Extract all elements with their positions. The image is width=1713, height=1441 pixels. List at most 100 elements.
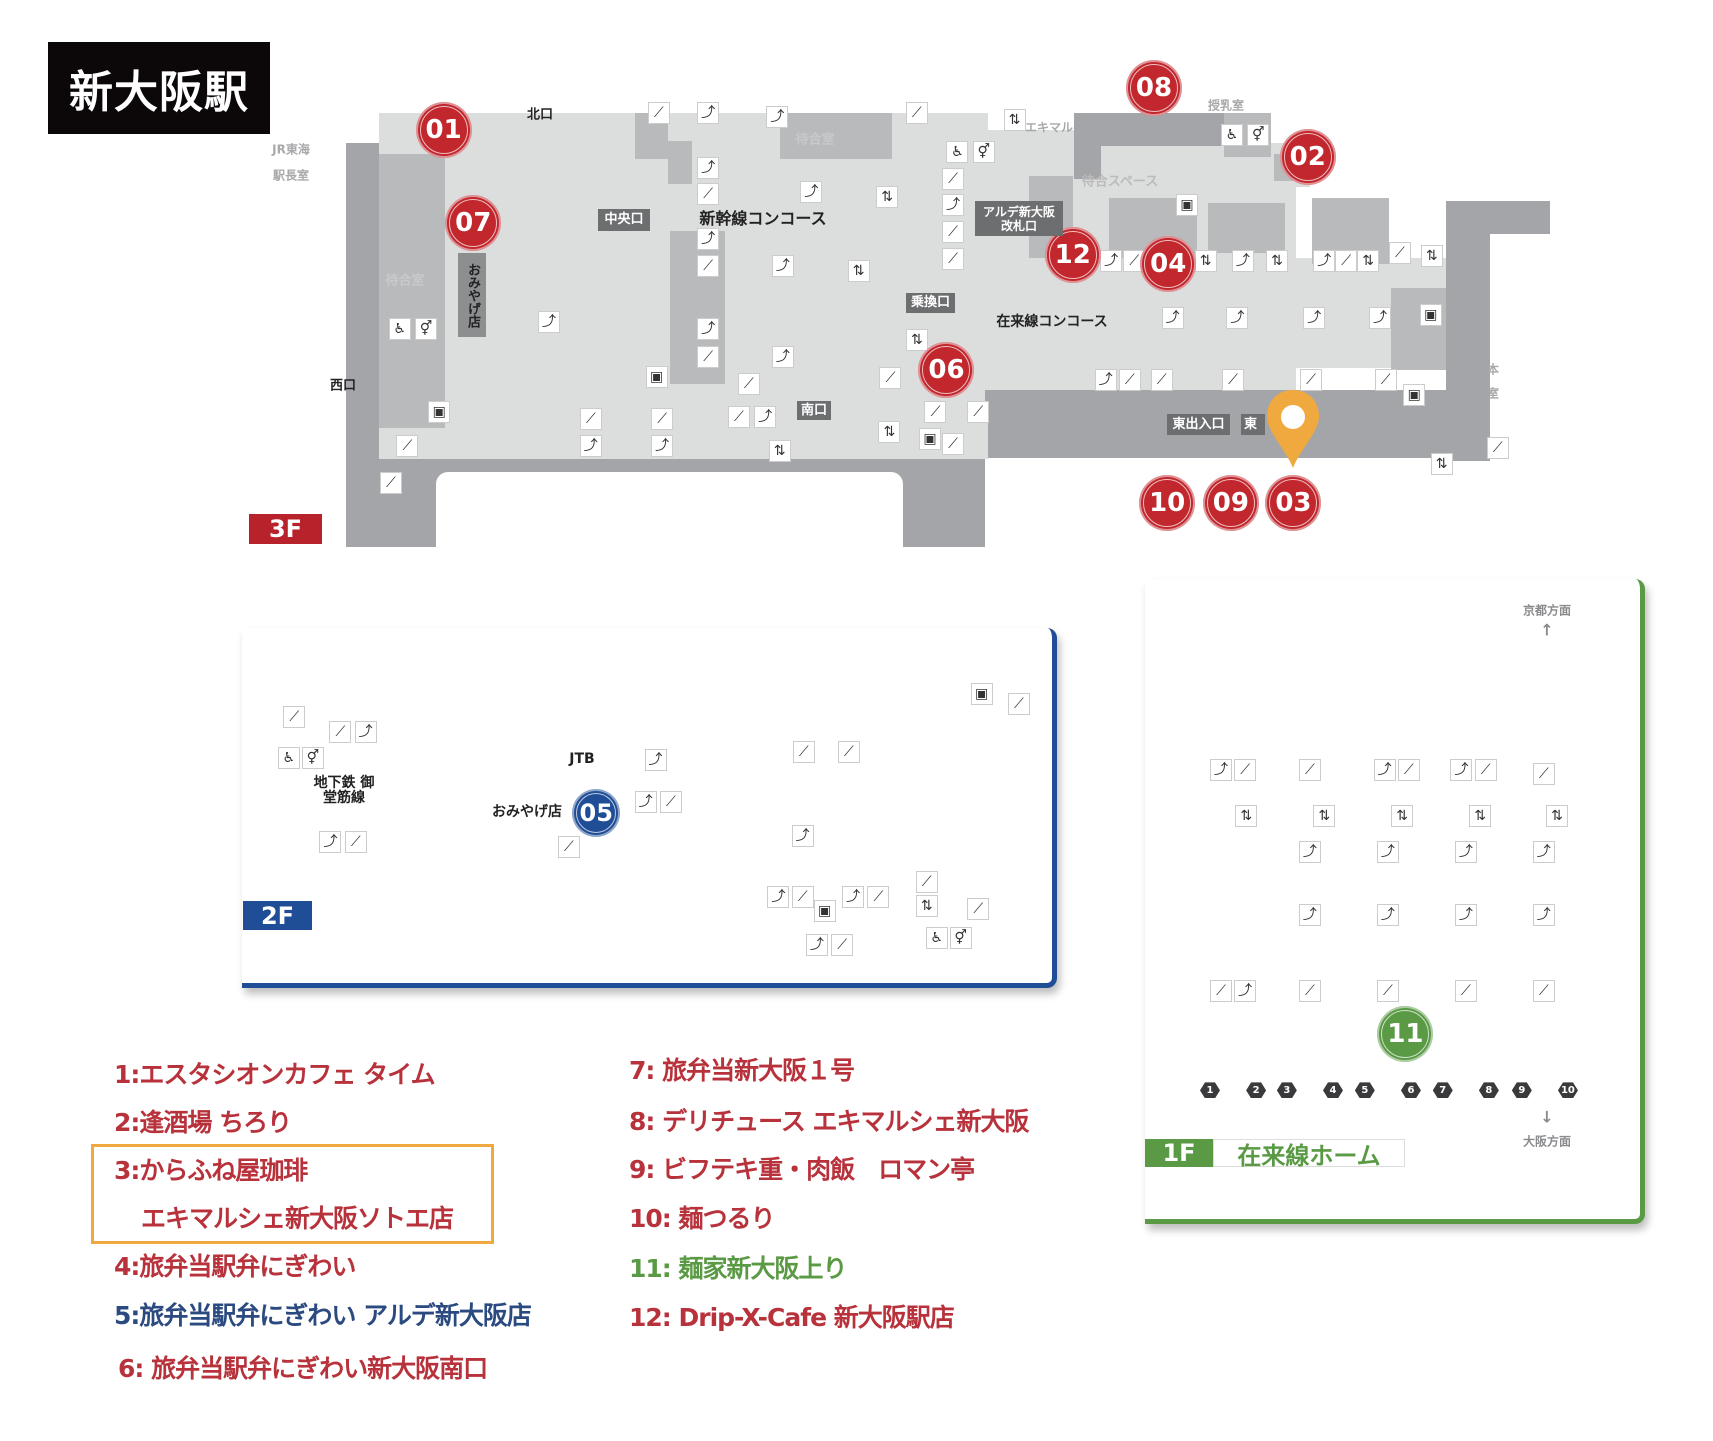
restroom-icon: ⚥ bbox=[972, 140, 995, 163]
stairs-icon: ⟋ bbox=[967, 400, 990, 423]
escalator-icon: ⤴ bbox=[942, 194, 965, 217]
coin-locker-icon: ▣ bbox=[970, 682, 993, 705]
escalator-icon: ⤴ bbox=[697, 156, 720, 179]
restroom-icon: ⚥ bbox=[301, 746, 324, 769]
elevator-icon: ⇅ bbox=[1469, 804, 1492, 827]
label-waiting-room-west: 待合室 bbox=[385, 273, 425, 289]
arrow-down-icon: ↓ bbox=[1540, 1107, 1554, 1127]
escalator-icon: ⤴ bbox=[1454, 841, 1477, 864]
street-cutout bbox=[435, 472, 903, 549]
elevator-icon: ⇅ bbox=[1420, 244, 1443, 267]
escalator-icon: ⤴ bbox=[1100, 250, 1123, 273]
shop-marker-01[interactable]: 01 bbox=[415, 101, 472, 158]
shop-marker-07[interactable]: 07 bbox=[445, 194, 502, 251]
wheelchair-icon: ♿ bbox=[1220, 124, 1243, 147]
stairs-icon: ⟋ bbox=[791, 886, 814, 909]
stairs-icon: ⟋ bbox=[924, 400, 947, 423]
highlighted-legend-box bbox=[91, 1144, 494, 1244]
shop-block bbox=[1207, 203, 1285, 253]
wheelchair-icon: ♿ bbox=[925, 926, 948, 949]
elevator-icon: ⇅ bbox=[1194, 250, 1217, 273]
track-number-2: 2 bbox=[1246, 1082, 1267, 1099]
escalator-icon: ⤴ bbox=[1209, 758, 1232, 781]
restroom-icon: ⚥ bbox=[949, 926, 972, 949]
stairs-icon: ⟋ bbox=[557, 835, 580, 858]
shop-marker-12[interactable]: 12 bbox=[1044, 226, 1101, 283]
elevator-icon: ⇅ bbox=[915, 894, 938, 917]
elevator-icon: ⇅ bbox=[876, 185, 899, 208]
stairs-icon: ⟋ bbox=[1209, 980, 1232, 1003]
wheelchair-icon: ♿ bbox=[277, 746, 300, 769]
transfer-gate: 乗換口 bbox=[906, 293, 955, 313]
stairs-icon: ⟋ bbox=[283, 705, 306, 728]
escalator-icon: ⤴ bbox=[354, 721, 377, 744]
shop-marker-04[interactable]: 04 bbox=[1140, 235, 1197, 292]
shop-marker-03[interactable]: 03 bbox=[1265, 474, 1322, 531]
escalator-icon: ⤴ bbox=[1298, 903, 1321, 926]
track-number-1: 1 bbox=[1199, 1082, 1220, 1099]
floor-map-1f-panel bbox=[1145, 579, 1645, 1224]
shop-marker-06[interactable]: 06 bbox=[918, 342, 975, 399]
alde-gate: アルデ新大阪 改札口 bbox=[975, 201, 1063, 236]
escalator-icon: ⤴ bbox=[319, 831, 342, 854]
label-shitsu: 室 bbox=[1486, 386, 1500, 401]
shop-marker-10[interactable]: 10 bbox=[1139, 474, 1196, 531]
stairs-icon: ⟋ bbox=[1376, 980, 1399, 1003]
elevator-icon: ⇅ bbox=[878, 420, 901, 443]
escalator-icon: ⤴ bbox=[1532, 903, 1555, 926]
escalator-icon: ⤴ bbox=[1298, 841, 1321, 864]
floor-label-2f: 2F bbox=[243, 901, 312, 930]
stairs-icon: ⟋ bbox=[915, 870, 938, 893]
legend-item: 3:からふね屋珈琲 bbox=[114, 1156, 308, 1185]
arrow-up-icon: ↑ bbox=[1540, 620, 1554, 640]
elevator-icon: ⇅ bbox=[1357, 250, 1380, 273]
shop-marker-05[interactable]: 05 bbox=[572, 788, 621, 837]
stairs-icon: ⟋ bbox=[1335, 250, 1358, 273]
stairs-icon: ⟋ bbox=[1007, 692, 1030, 715]
escalator-icon: ⤴ bbox=[1454, 903, 1477, 926]
escalator-icon: ⤴ bbox=[805, 934, 828, 957]
stairs-icon: ⟋ bbox=[396, 434, 419, 457]
coin-locker-icon: ▣ bbox=[645, 365, 668, 388]
label-to-kyoto: 京都方面 bbox=[1522, 603, 1572, 618]
coin-locker-icon: ▣ bbox=[813, 900, 836, 923]
coin-locker-icon: ▣ bbox=[428, 400, 451, 423]
stairs-icon: ⟋ bbox=[647, 102, 670, 125]
shop-marker-08[interactable]: 08 bbox=[1125, 59, 1182, 116]
escalator-icon: ⤴ bbox=[800, 181, 823, 204]
track-number-5: 5 bbox=[1354, 1082, 1375, 1099]
escalator-icon: ⤴ bbox=[1226, 307, 1249, 330]
elevator-icon: ⇅ bbox=[1313, 804, 1336, 827]
legend-item: エキマルシェ新大阪ソトエ店 bbox=[141, 1204, 454, 1233]
waiting-room-block bbox=[779, 113, 892, 160]
shop-marker-11[interactable]: 11 bbox=[1377, 1006, 1434, 1063]
location-pin-icon[interactable] bbox=[1265, 388, 1321, 470]
stairs-icon: ⟋ bbox=[1298, 758, 1321, 781]
label-waiting-space: 待合スペース bbox=[1081, 174, 1159, 190]
escalator-icon: ⤴ bbox=[538, 310, 560, 333]
escalator-icon: ⤴ bbox=[791, 824, 814, 847]
stairs-icon: ⟋ bbox=[344, 831, 367, 854]
stairs-icon: ⟋ bbox=[659, 790, 682, 813]
stairs-icon: ⟋ bbox=[329, 721, 352, 744]
south-exit-gate: 南口 bbox=[797, 401, 831, 420]
floor-label-1f: 1F bbox=[1145, 1139, 1213, 1167]
coin-locker-icon: ▣ bbox=[1403, 384, 1426, 407]
track-number-10: 10 bbox=[1557, 1082, 1578, 1099]
escalator-icon: ⤴ bbox=[697, 318, 720, 341]
stairs-icon: ⟋ bbox=[697, 254, 720, 277]
stairs-icon: ⟋ bbox=[1118, 368, 1141, 391]
escalator-icon: ⤴ bbox=[767, 886, 790, 909]
stairs-icon: ⟋ bbox=[697, 183, 720, 206]
escalator-icon: ⤴ bbox=[697, 102, 720, 125]
escalator-icon: ⤴ bbox=[1303, 307, 1326, 330]
stairs-icon: ⟋ bbox=[879, 366, 902, 389]
shop-marker-09[interactable]: 09 bbox=[1202, 474, 1259, 531]
legend-item: 12: Drip-X-Cafe 新大阪駅店 bbox=[629, 1303, 955, 1332]
track-number-7: 7 bbox=[1432, 1082, 1453, 1099]
track-number-4: 4 bbox=[1322, 1082, 1343, 1099]
escalator-icon: ⤴ bbox=[1376, 841, 1399, 864]
label-to-osaka: 大阪方面 bbox=[1522, 1134, 1572, 1149]
shop-marker-02[interactable]: 02 bbox=[1279, 129, 1336, 185]
escalator-icon: ⤴ bbox=[1231, 250, 1254, 273]
